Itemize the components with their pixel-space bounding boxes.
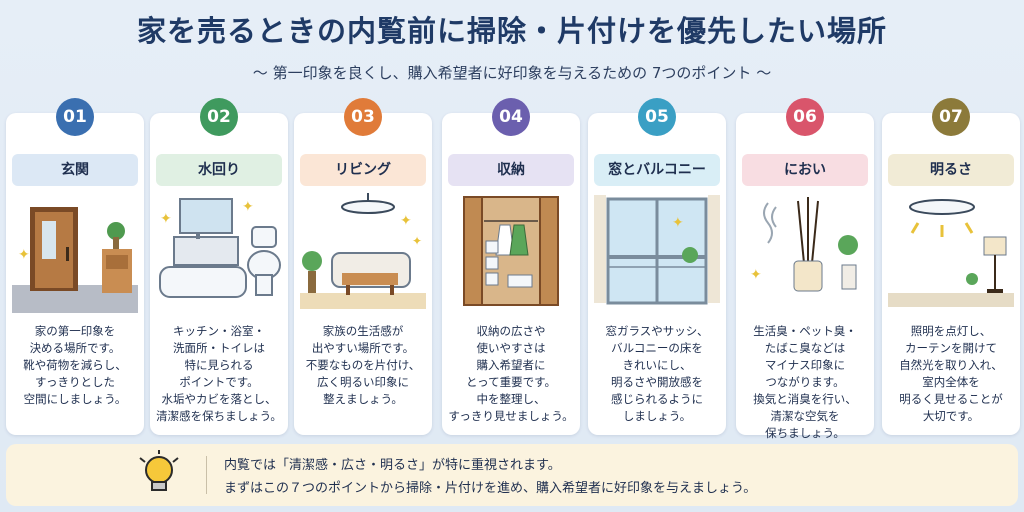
- footer-line-1: 内覧では「清潔感・広さ・明るさ」が特に重視されます。: [224, 458, 561, 473]
- card-storage: 04 収納 収納の広さや 使いやすさは 購入希望者に とって重要です。 中を整理…: [442, 98, 580, 435]
- card-description: 収納の広さや 使いやすさは 購入希望者に とって重要です。 中を整理し、 すっき…: [448, 324, 574, 423]
- footer-line-2: まずはこの７つのポイントから掃除・片付けを進め、購入希望者に好印象を与えましょう…: [224, 481, 757, 496]
- card-label: 窓とバルコニー: [594, 154, 720, 186]
- window-icon: ✦: [594, 195, 720, 305]
- card-living: 03 リビング ✦ ✦ 家族の生活感が 出やすい場所です。 不要なものを片付け、…: [294, 98, 432, 435]
- card-number: 03: [344, 98, 382, 136]
- card-label: におい: [742, 154, 868, 186]
- entrance-door-icon: ✦: [12, 207, 138, 313]
- card-label: 明るさ: [888, 154, 1014, 186]
- svg-text:✦: ✦: [400, 213, 412, 229]
- svg-text:✦: ✦: [672, 215, 684, 231]
- card-number: 07: [932, 98, 970, 136]
- footer-divider: [206, 456, 207, 494]
- card-description: 照明を点灯し、 カーテンを開けて 自然光を取り入れ、 室内全体を 明るく見せるこ…: [899, 324, 1003, 423]
- card-label: 収納: [448, 154, 574, 186]
- bathroom-icon: ✦ ✦: [159, 198, 281, 298]
- card-description: キッチン・浴室・ 洗面所・トイレは 特に見られる ポイントです。 水垢やカビを落…: [156, 324, 282, 423]
- card-description: 窓ガラスやサッシ、 バルコニーの床を きれいにし、 明るさや開放感を 感じられる…: [605, 324, 709, 423]
- diffuser-icon: ✦: [750, 197, 858, 292]
- svg-text:✦: ✦: [412, 234, 422, 248]
- card-window: 05 窓とバルコニー ✦ 窓ガラスやサッシ、 バルコニーの床を きれいにし、 明…: [588, 98, 726, 435]
- lightbulb-icon: [139, 450, 179, 491]
- svg-text:✦: ✦: [242, 199, 254, 215]
- card-description: 家族の生活感が 出やすい場所です。 不要なものを片付け、 広く明るい印象に 整え…: [305, 324, 421, 406]
- card-description: 生活臭・ペット臭・ たばこ臭などは マイナス印象に つながります。 換気と消臭を…: [753, 324, 857, 440]
- card-description: 家の第一印象を 決める場所です。 靴や荷物を減らし、 すっきりとした 空間にしま…: [23, 324, 127, 406]
- card-number: 04: [492, 98, 530, 136]
- svg-text:✦: ✦: [18, 247, 30, 263]
- footer-note: 内覧では「清潔感・広さ・明るさ」が特に重視されます。 まずはこの７つのポイントか…: [6, 444, 1018, 506]
- card-entrance: 01 玄関 ✦ 家の第一印象を 決める場所です。 靴や荷物を減らし、 すっきりと…: [6, 98, 144, 435]
- svg-text:✦: ✦: [750, 267, 762, 283]
- ceiling-light-icon: [888, 199, 1014, 307]
- card-odor: 06 におい ✦ 生活臭・ペット臭・ たばこ臭などは マイナス印象に つながりま…: [736, 98, 874, 440]
- card-water-area: 02 水回り ✦ ✦ キッチン・浴室・ 洗面所・トイレは 特に見られる ポイント…: [150, 98, 288, 435]
- living-room-icon: ✦ ✦: [300, 193, 426, 309]
- card-number: 05: [638, 98, 676, 136]
- point-cards: 01 玄関 ✦ 家の第一印象を 決める場所です。 靴や荷物を減らし、 すっきりと…: [6, 98, 1020, 440]
- card-number: 02: [200, 98, 238, 136]
- svg-text:✦: ✦: [160, 211, 172, 227]
- card-brightness: 07 明るさ 照明を点灯し、 カーテンを開けて 自然光を取り入れ、 室内全体を …: [882, 98, 1020, 435]
- card-number: 01: [56, 98, 94, 136]
- card-number: 06: [786, 98, 824, 136]
- page-title: 家を売るときの内覧前に掃除・片付けを優先したい場所: [136, 14, 887, 48]
- page-subtitle: 〜 第一印象を良くし、購入希望者に好印象を与えるための 7つのポイント 〜: [252, 64, 772, 82]
- card-label: 玄関: [12, 154, 138, 186]
- card-label: リビング: [300, 154, 426, 186]
- card-label: 水回り: [156, 154, 282, 186]
- closet-icon: [463, 196, 559, 306]
